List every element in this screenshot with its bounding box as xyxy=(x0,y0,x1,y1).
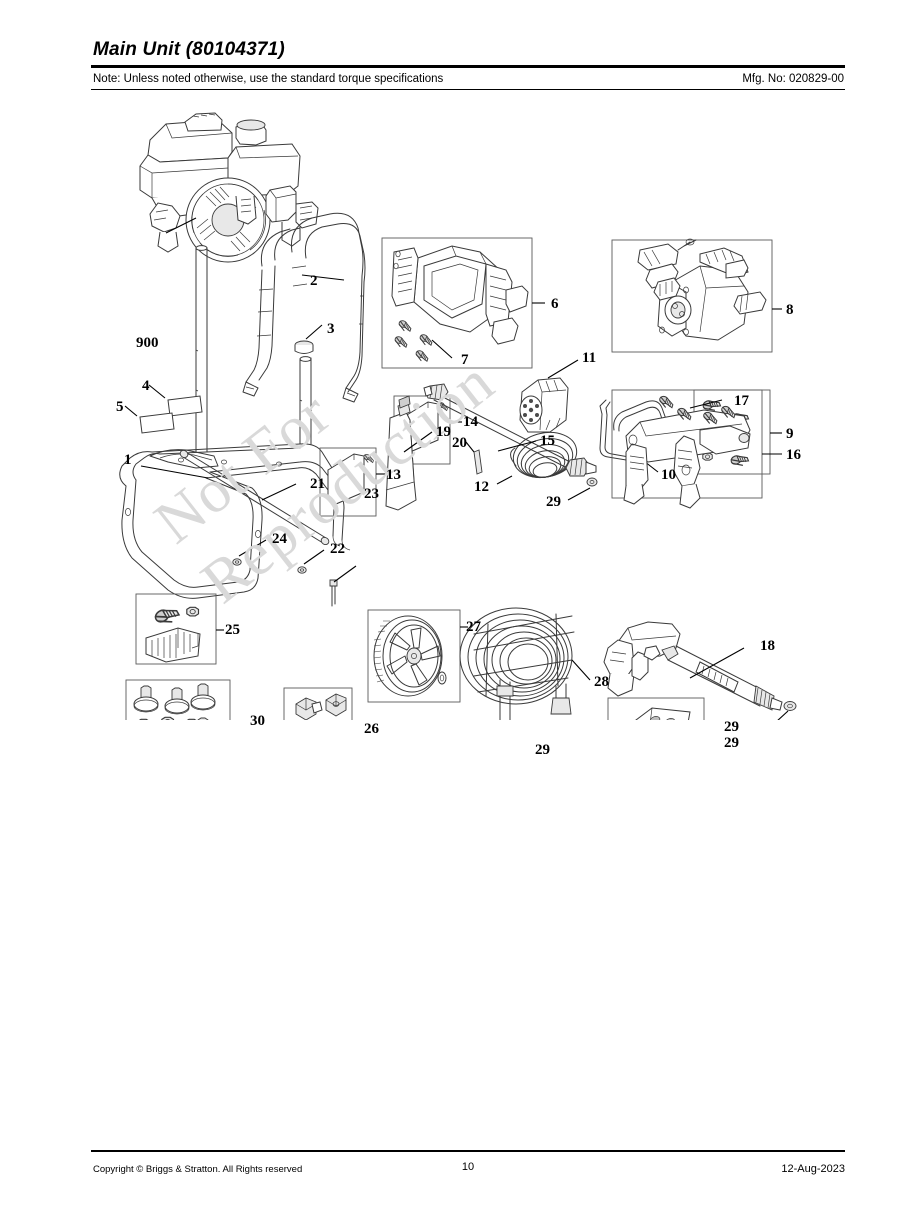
mount-4 xyxy=(197,717,209,720)
part-coil-hose-12 xyxy=(496,431,578,485)
footer-info-row: Copyright © Briggs & Stratton. All Right… xyxy=(91,1152,845,1175)
callout-15: 15 xyxy=(540,433,555,449)
diagram-artwork: .ln{fill:none;stroke:#3a3a3a;stroke-widt… xyxy=(119,112,797,720)
callout-27: 27 xyxy=(466,619,481,635)
part-pin-20 xyxy=(465,441,483,475)
callout-12: 12 xyxy=(474,479,489,495)
part-spray-gun-18 xyxy=(603,621,783,711)
callout-28: 28 xyxy=(594,674,609,690)
part-o-ring-29a xyxy=(567,477,598,501)
callout-29c: 29 xyxy=(724,735,739,751)
page-footer: Copyright © Briggs & Stratton. All Right… xyxy=(91,1150,845,1175)
callout-1: 1 xyxy=(124,452,132,468)
part-tube-15 xyxy=(423,383,597,477)
callout-6: 6 xyxy=(551,296,559,312)
header-divider xyxy=(91,89,845,90)
part-decal-5 xyxy=(124,405,175,434)
part-wheel-27 xyxy=(367,609,468,703)
mount-1 xyxy=(133,685,159,713)
part-fastener-kit-26 xyxy=(283,687,353,720)
page-header: Main Unit (80104371) Note: Unless noted … xyxy=(91,38,845,90)
part-decal-4 xyxy=(148,384,203,417)
part-panel-screws-7 xyxy=(392,319,453,364)
part-axle-21 xyxy=(179,449,330,546)
callout-14: 14 xyxy=(463,414,478,430)
callout-17: 17 xyxy=(734,393,749,409)
callout-21: 21 xyxy=(310,476,325,492)
part-washer-24 xyxy=(232,539,267,566)
callout-25: 25 xyxy=(225,622,240,638)
part-frame-1 xyxy=(119,245,351,599)
callout-29a: 29 xyxy=(546,494,561,510)
callout-24: 24 xyxy=(272,531,287,547)
part-side-panel-13 xyxy=(319,447,386,517)
part-engine-900 xyxy=(139,112,319,263)
part-washer-22 xyxy=(297,549,325,574)
callout-10: 10 xyxy=(661,467,676,483)
exploded-parts-diagram: Not For Reproduction .ln{fill:none;strok… xyxy=(0,100,906,758)
part-cotter-pin-23 xyxy=(329,565,357,607)
title-divider xyxy=(91,65,845,68)
part-mount-kit-30 xyxy=(125,679,231,720)
page-title: Main Unit (80104371) xyxy=(93,39,285,60)
callout-18: 18 xyxy=(760,638,775,654)
part-nozzle-holder-11 xyxy=(519,359,579,433)
part-bracket-screws-17 xyxy=(657,394,738,426)
footer-divider xyxy=(91,1150,845,1152)
mount-2 xyxy=(164,687,190,715)
callout-7: 7 xyxy=(461,352,469,368)
part-hose-clip-kit-25 xyxy=(135,593,224,665)
page-number: 10 xyxy=(461,1161,475,1173)
callout-29d: 29 xyxy=(535,742,550,758)
mfg-number: Mfg. No: 020829-00 xyxy=(742,73,844,85)
part-handle-2 xyxy=(242,212,366,403)
part-handle-bracket-16 xyxy=(611,389,782,509)
part-pressure-hose-28 xyxy=(459,607,591,720)
header-info-row: Note: Unless noted otherwise, use the st… xyxy=(91,68,845,86)
part-handle-cap-3 xyxy=(294,324,323,354)
callout-30: 30 xyxy=(250,713,265,729)
part-panel-6 xyxy=(381,237,545,369)
callout-11: 11 xyxy=(582,350,597,366)
callout-2: 2 xyxy=(310,273,318,289)
callout-22: 22 xyxy=(330,541,345,557)
mount-3 xyxy=(190,683,216,711)
part-detergent-bottle-19 xyxy=(385,395,433,511)
callout-4: 4 xyxy=(142,378,150,394)
callout-23: 23 xyxy=(364,486,379,502)
callout-26: 26 xyxy=(364,721,379,737)
callout-13: 13 xyxy=(386,467,401,483)
callout-5: 5 xyxy=(116,399,124,415)
part-o-ring-29c xyxy=(777,701,797,720)
callout-20: 20 xyxy=(452,435,467,451)
callout-900: 900 xyxy=(136,335,159,351)
callout-3: 3 xyxy=(327,321,335,337)
part-pump-8 xyxy=(611,238,782,353)
callout-29b: 29 xyxy=(724,719,739,735)
callout-16: 16 xyxy=(786,447,801,463)
revision-date: 12-Aug-2023 xyxy=(781,1162,845,1175)
callout-9: 9 xyxy=(786,426,794,442)
copyright-text: Copyright © Briggs & Stratton. All Right… xyxy=(93,1163,303,1175)
callout-19: 19 xyxy=(436,424,451,440)
torque-note: Note: Unless noted otherwise, use the st… xyxy=(93,73,444,85)
part-o-ring-kit-29b xyxy=(607,697,705,720)
callout-8: 8 xyxy=(786,302,794,318)
